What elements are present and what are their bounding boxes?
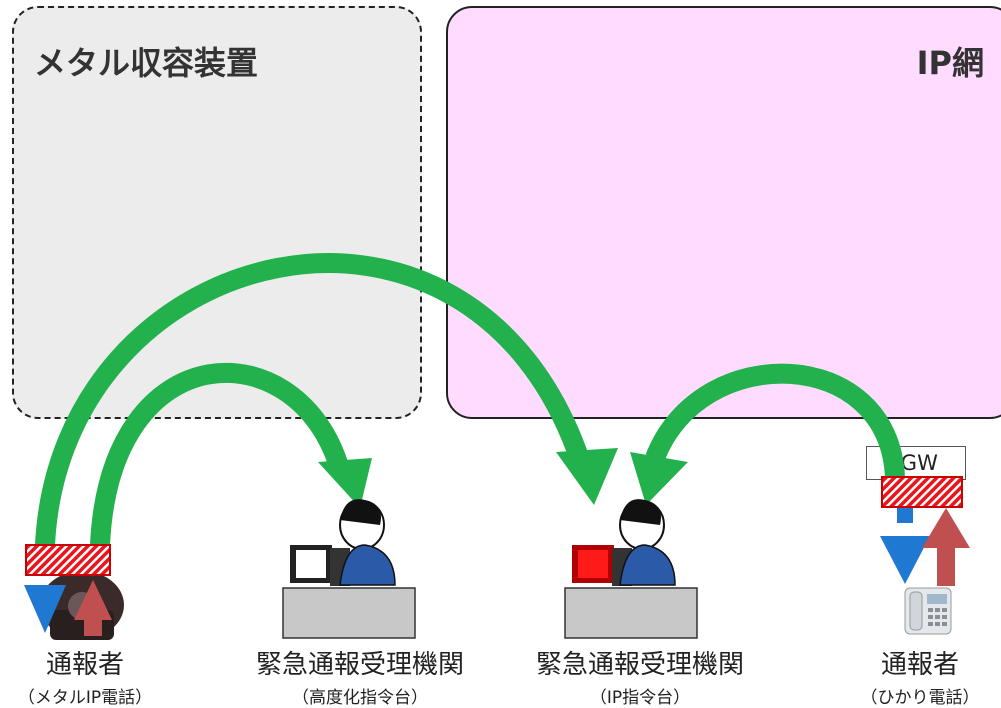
metal-switch-hatched	[25, 544, 111, 576]
caller-hikari-label: 通報者 （ひかり電話）	[840, 644, 1000, 708]
caller-metal-label: 通報者 （メタルIP電話）	[0, 644, 170, 708]
caller-hikari-name: 通報者	[880, 650, 959, 680]
arrowhead-ip-agency-right	[630, 452, 688, 505]
agency-advanced-name: 緊急通報受理機関	[255, 650, 464, 680]
ip-region-title: IP網	[916, 44, 984, 82]
green-route-arrows	[35, 253, 905, 546]
green-arrowheads	[318, 448, 688, 508]
metal-down-arrow-icon	[24, 585, 66, 633]
route-hikari-to-ip-agency	[645, 363, 905, 479]
caller-metal-name: 通報者	[45, 650, 124, 680]
agency-advanced-label: 緊急通報受理機関 （高度化指令台）	[225, 644, 495, 708]
metal-accommodation-region: メタル収容装置	[12, 6, 422, 419]
hikari-phone-icon	[904, 587, 952, 635]
metal-region-title: メタル収容装置	[34, 44, 259, 82]
agency-ip-name: 緊急通報受理機関	[535, 650, 744, 680]
ip-operator-icon	[564, 499, 698, 639]
arrowhead-ip-agency-left	[556, 448, 618, 505]
agency-ip-sub: （IP指令台）	[589, 688, 691, 708]
agency-advanced-sub: （高度化指令台）	[292, 688, 428, 708]
metal-up-arrow-icon	[74, 580, 112, 636]
caller-hikari-sub: （ひかり電話）	[860, 688, 980, 708]
arrowhead-advanced-agency	[318, 458, 372, 508]
caller-metal-sub: （メタルIP電話）	[17, 688, 153, 708]
agency-ip-label: 緊急通報受理機関 （IP指令台）	[505, 644, 775, 708]
advanced-operator-icon	[282, 499, 416, 639]
hikari-switch-hatched	[881, 476, 963, 508]
route-metal-to-advanced-agency	[90, 362, 350, 546]
hikari-up-arrow-icon	[922, 508, 970, 586]
route-metal-to-ip-agency	[35, 253, 590, 546]
hikari-down-arrow-icon	[880, 508, 930, 584]
ip-network-region: IP網	[446, 6, 1001, 419]
